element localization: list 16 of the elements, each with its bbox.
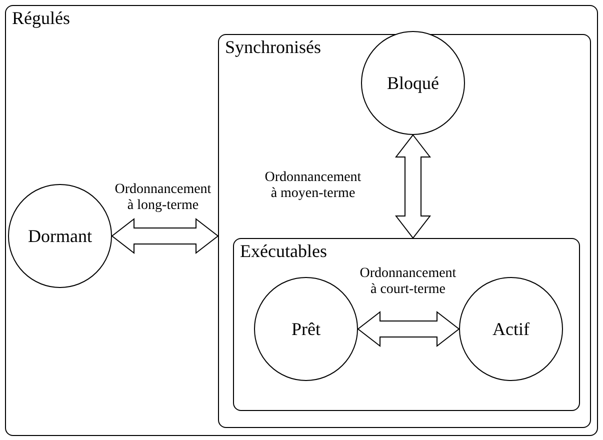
- double-arrow: [394, 134, 432, 239]
- group-box: [5, 5, 598, 436]
- group-title: Exécutables: [240, 241, 327, 262]
- group-title: Régulés: [12, 8, 70, 29]
- group-box: [218, 34, 591, 428]
- group-box: [233, 238, 580, 411]
- group-title: Synchronisés: [225, 37, 321, 58]
- edge-label: Ordonnancement à long-terme: [114, 182, 212, 214]
- edge-label: Ordonnancement à court-terme: [358, 266, 458, 298]
- edge-label: Ordonnancement à moyen-terme: [264, 170, 362, 202]
- state-label: Actif: [492, 318, 530, 340]
- double-arrow: [111, 218, 219, 254]
- double-arrow: [357, 310, 460, 348]
- state-label: Bloqué: [387, 72, 439, 94]
- state-label: Prêt: [292, 318, 320, 340]
- state-label: Dormant: [28, 226, 92, 246]
